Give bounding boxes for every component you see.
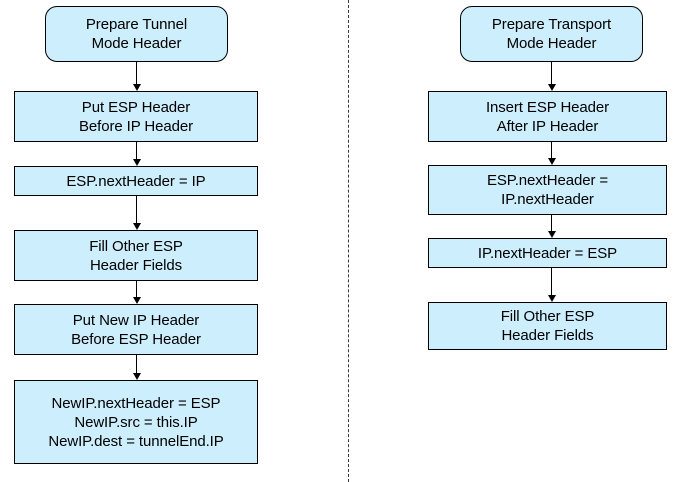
flow-node-tunnel-step-5[interactable]: NewIP.nextHeader = ESP NewIP.src = this.… (14, 380, 258, 464)
flow-node-tunnel-step-3[interactable]: Fill Other ESP Header Fields (14, 230, 258, 281)
connector-transport-arrow-3 (551, 215, 552, 233)
flow-node-transport-step-3[interactable]: IP.nextHeader = ESP (428, 238, 667, 268)
flow-node-tunnel-step-1[interactable]: Put ESP Header Before IP Header (14, 91, 258, 142)
arrowhead-transport-arrow-3 (547, 231, 556, 238)
arrowhead-transport-arrow-1 (547, 84, 556, 91)
flow-node-transport-step-2[interactable]: ESP.nextHeader = IP.nextHeader (428, 165, 667, 215)
connector-transport-arrow-2 (551, 142, 552, 160)
flow-node-tunnel-step-2[interactable]: ESP.nextHeader = IP (14, 166, 258, 196)
flow-node-tunnel-start[interactable]: Prepare Tunnel Mode Header (45, 6, 228, 62)
arrowhead-tunnel-arrow-1 (132, 84, 141, 91)
connector-tunnel-arrow-3 (136, 196, 137, 225)
column-divider (348, 0, 349, 482)
arrowhead-transport-arrow-2 (547, 158, 556, 165)
flow-node-transport-start[interactable]: Prepare Transport Mode Header (460, 6, 643, 62)
connector-tunnel-arrow-5 (136, 355, 137, 375)
arrowhead-tunnel-arrow-2 (132, 159, 141, 166)
connector-transport-arrow-4 (551, 268, 552, 297)
connector-transport-arrow-1 (551, 62, 552, 86)
arrowhead-tunnel-arrow-5 (132, 373, 141, 380)
arrowhead-transport-arrow-4 (547, 295, 556, 302)
flow-node-transport-step-1[interactable]: Insert ESP Header After IP Header (428, 91, 667, 142)
arrowhead-tunnel-arrow-3 (132, 223, 141, 230)
arrowhead-tunnel-arrow-4 (132, 297, 141, 304)
flow-node-tunnel-step-4[interactable]: Put New IP Header Before ESP Header (14, 304, 258, 355)
connector-tunnel-arrow-4 (136, 281, 137, 299)
flow-node-transport-step-4[interactable]: Fill Other ESP Header Fields (428, 302, 667, 350)
connector-tunnel-arrow-1 (136, 62, 137, 86)
connector-tunnel-arrow-2 (136, 142, 137, 161)
